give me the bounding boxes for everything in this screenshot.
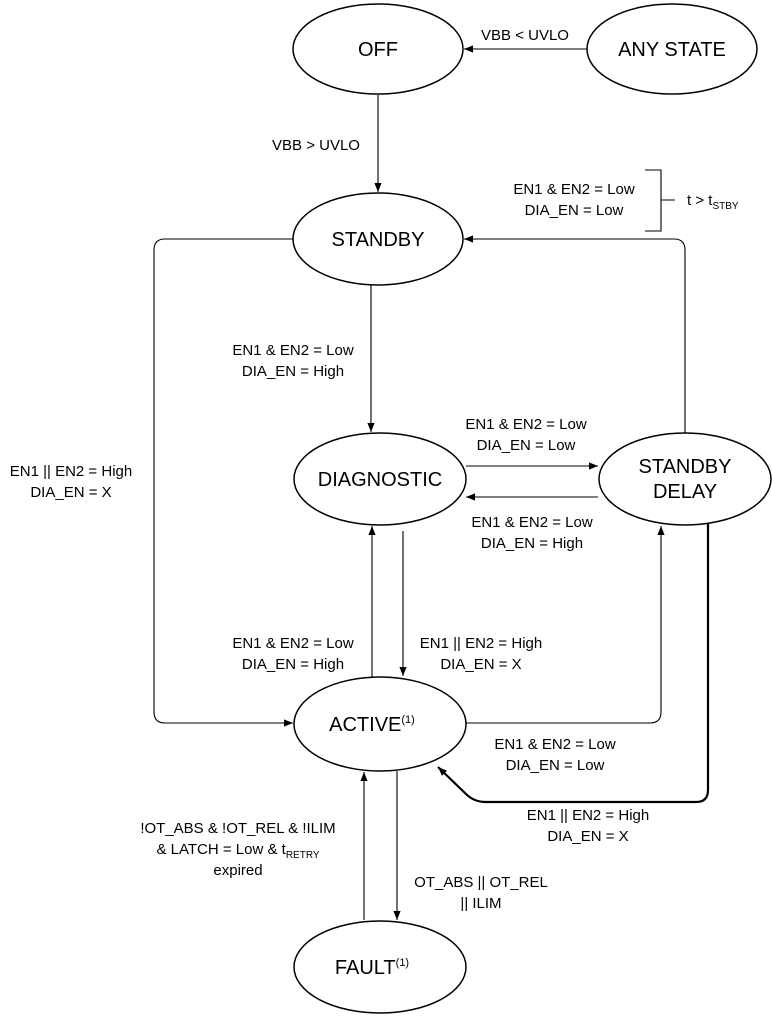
edge-delay-to-active <box>437 524 710 804</box>
label-standby-timer: t > tSTBY <box>687 192 739 212</box>
label-delay-to-active-line1: EN1 || EN2 = High <box>527 807 649 824</box>
label-delay-to-standby-line2: DIA_EN = Low <box>525 202 624 219</box>
state-diagnostic <box>293 432 467 526</box>
label-delay-to-diag-line2: DIA_EN = High <box>481 535 583 552</box>
state-standby-delay <box>598 432 772 526</box>
retry-subscript: RETRY <box>286 850 320 861</box>
label-active-to-diag-line1: EN1 & EN2 = Low <box>232 635 353 652</box>
label-active-to-delay-line1: EN1 & EN2 = Low <box>494 736 615 753</box>
label-any-to-off: VBB < UVLO <box>481 27 569 44</box>
active-text: ACTIVE <box>329 714 401 736</box>
label-fault-to-active-line3: expired <box>213 862 262 879</box>
timer-bracket <box>645 169 675 232</box>
label-diag-to-active-line2: DIA_EN = X <box>440 656 521 673</box>
state-any-state-label: ANY STATE <box>618 39 726 61</box>
state-diagnostic-label: DIAGNOSTIC <box>318 469 442 491</box>
label-delay-to-active-line2: DIA_EN = X <box>547 828 628 845</box>
label-delay-to-diag-line1: EN1 & EN2 = Low <box>471 514 592 531</box>
state-active-label: ACTIVE(1) <box>329 714 415 736</box>
state-off-label: OFF <box>358 39 398 61</box>
state-fault <box>293 920 467 1014</box>
edge-active-to-delay <box>466 526 665 724</box>
label-fault-to-active-line1: !OT_ABS & !OT_REL & !ILIM <box>140 820 335 837</box>
label-diag-to-active-line1: EN1 || EN2 = High <box>420 635 542 652</box>
label-diag-to-delay-line2: DIA_EN = Low <box>477 437 576 454</box>
fault-text: FAULT <box>335 957 396 979</box>
label-standby-to-active-line2: DIA_EN = X <box>30 484 111 501</box>
state-standby-label: STANDBY <box>332 229 425 251</box>
state-fault-label: FAULT(1) <box>335 957 409 979</box>
label-diag-to-delay-line1: EN1 & EN2 = Low <box>465 416 586 433</box>
state-off <box>292 3 464 95</box>
edge-standby-to-active <box>153 238 293 727</box>
active-footnote: (1) <box>401 714 414 726</box>
label-active-to-fault-line2: || ILIM <box>460 895 501 912</box>
fault-footnote: (1) <box>396 957 409 969</box>
label-active-to-diag-line2: DIA_EN = High <box>242 656 344 673</box>
label-standby-to-active-line1: EN1 || EN2 = High <box>10 463 132 480</box>
label-delay-to-standby-line1: EN1 & EN2 = Low <box>513 181 634 198</box>
label-off-to-standby: VBB > UVLO <box>272 137 360 154</box>
state-standby-delay-label-line2: DELAY <box>653 481 717 503</box>
state-active <box>293 676 467 772</box>
timer-text: t > t <box>687 192 713 209</box>
label-fault-to-active-line2: & LATCH = Low & tRETRY <box>156 841 319 861</box>
retry-text: & LATCH = Low & t <box>156 841 286 858</box>
edge-delay-to-standby <box>464 235 686 433</box>
state-standby-delay-label-line1: STANDBY <box>639 456 732 478</box>
timer-subscript: STBY <box>712 201 738 212</box>
label-standby-to-diag-line2: DIA_EN = High <box>242 363 344 380</box>
label-active-to-fault-line1: OT_ABS || OT_REL <box>414 874 548 891</box>
label-standby-to-diag-line1: EN1 & EN2 = Low <box>232 342 353 359</box>
label-active-to-delay-line2: DIA_EN = Low <box>506 757 605 774</box>
